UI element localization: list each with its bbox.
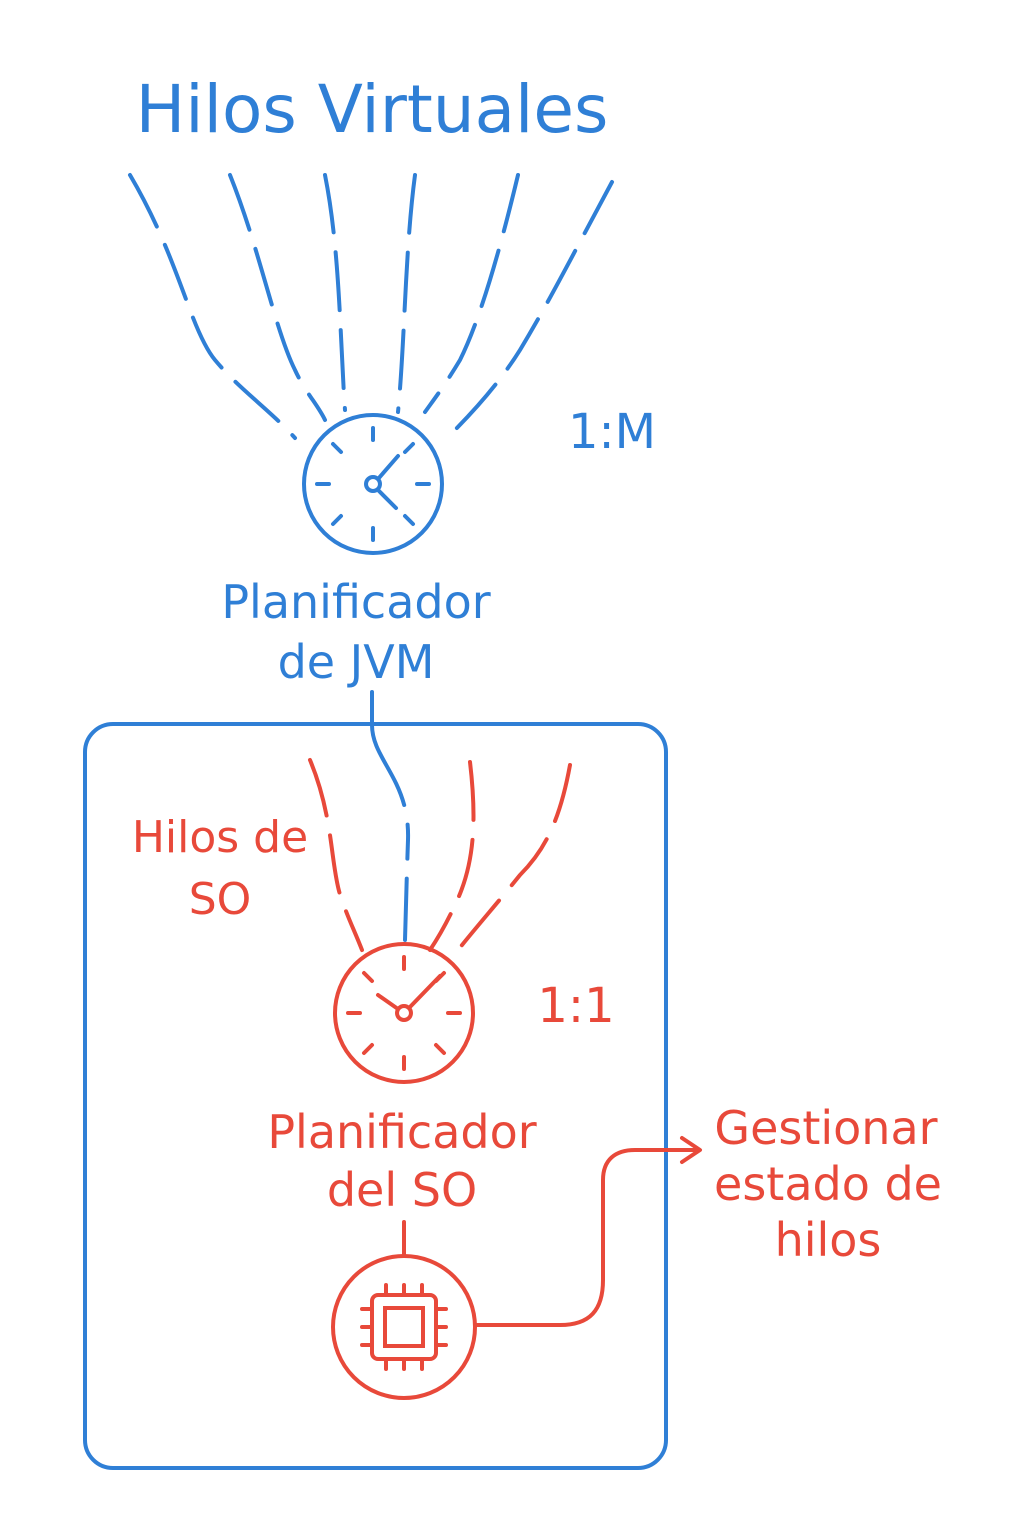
cpu-to-manage-arrow [474, 1148, 700, 1327]
cpu-chip-icon [331, 1254, 477, 1400]
os-threads-label-line2: SO [189, 874, 252, 925]
diagram-title: Hilos Virtuales [136, 71, 609, 148]
os-thread-line [428, 760, 476, 952]
clock-icon [302, 413, 444, 555]
manage-label-line2: estado de [714, 1157, 942, 1211]
os-scheduler-label-line2: del SO [327, 1163, 477, 1217]
os-container-box [83, 722, 668, 1470]
virtual-thread-line [396, 173, 417, 414]
virtual-thread-line [228, 173, 327, 422]
virtual-thread-line [423, 173, 520, 414]
os-thread-lines [308, 758, 572, 952]
jvm-scheduler-label-line2: de JVM [278, 635, 435, 689]
os-threads-label-line1: Hilos de [132, 812, 308, 863]
arrowhead-icon [680, 1136, 702, 1164]
jvm-to-os-connector [370, 690, 411, 942]
clock-icon [333, 942, 475, 1084]
os-scheduler-label-line1: Planificador [267, 1105, 536, 1159]
ratio-1-m: 1:M [568, 404, 656, 460]
os-thread-line [456, 763, 572, 952]
manage-label-line1: Gestionar [714, 1101, 937, 1155]
manage-label-line3: hilos [775, 1213, 882, 1267]
virtual-thread-line [448, 180, 614, 437]
virtual-thread-lines [128, 173, 614, 440]
os-thread-line [308, 758, 364, 952]
virtual-thread-line [128, 173, 297, 440]
virtual-thread-line [323, 173, 347, 412]
jvm-scheduler-label-line1: Planificador [221, 575, 490, 629]
ratio-1-1: 1:1 [537, 978, 614, 1034]
